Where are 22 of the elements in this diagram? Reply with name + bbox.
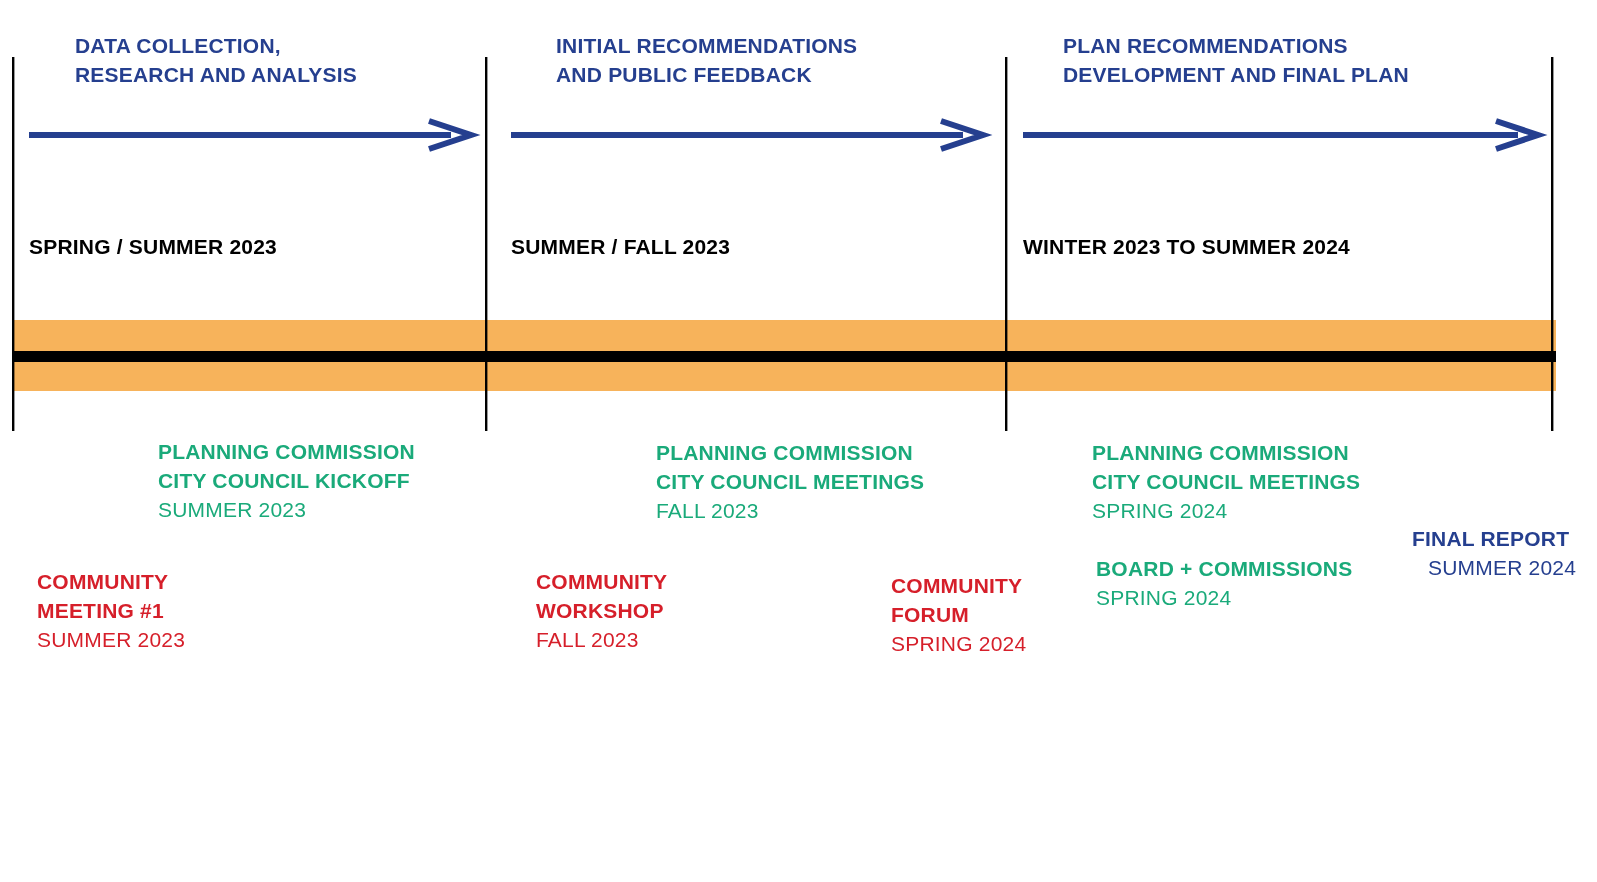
event-title: PLANNING COMMISSION CITY COUNCIL MEETINGS — [656, 440, 926, 495]
phase-dates: WINTER 2023 TO SUMMER 2024 — [1023, 234, 1350, 260]
phase-heading: PLAN RECOMMENDATIONS DEVELOPMENT AND FINAL PLAN — [1063, 33, 1410, 88]
phase-heading: DATA COLLECTION, RESEARCH AND ANALYSIS — [75, 33, 358, 88]
event-date: SPRING 2024 — [1096, 585, 1232, 611]
phase-heading: INITIAL RECOMMENDATIONS AND PUBLIC FEEDBACK — [556, 33, 859, 88]
event-title: COMMUNITY FORUM — [891, 573, 1023, 628]
event-date: SPRING 2024 — [891, 631, 1027, 657]
event-title: FINAL REPORT — [1412, 526, 1570, 552]
event-title: PLANNING COMMISSION CITY COUNCIL KICKOFF — [158, 439, 416, 494]
event-date: SUMMER 2023 — [37, 627, 186, 653]
event-date: SUMMER 2023 — [158, 497, 307, 523]
event-date: SPRING 2024 — [1092, 498, 1228, 524]
event-title: BOARD + COMMISSIONS — [1096, 556, 1353, 582]
event-title: COMMUNITY WORKSHOP — [536, 569, 668, 624]
event-date: FALL 2023 — [536, 627, 639, 653]
phase-dates: SUMMER / FALL 2023 — [511, 234, 731, 260]
event-date: FALL 2023 — [656, 498, 759, 524]
event-date: SUMMER 2024 — [1428, 555, 1577, 581]
event-title: PLANNING COMMISSION CITY COUNCIL MEETINGS — [1092, 440, 1362, 495]
event-title: COMMUNITY MEETING #1 — [37, 569, 169, 624]
phase-dates: SPRING / SUMMER 2023 — [29, 234, 277, 260]
